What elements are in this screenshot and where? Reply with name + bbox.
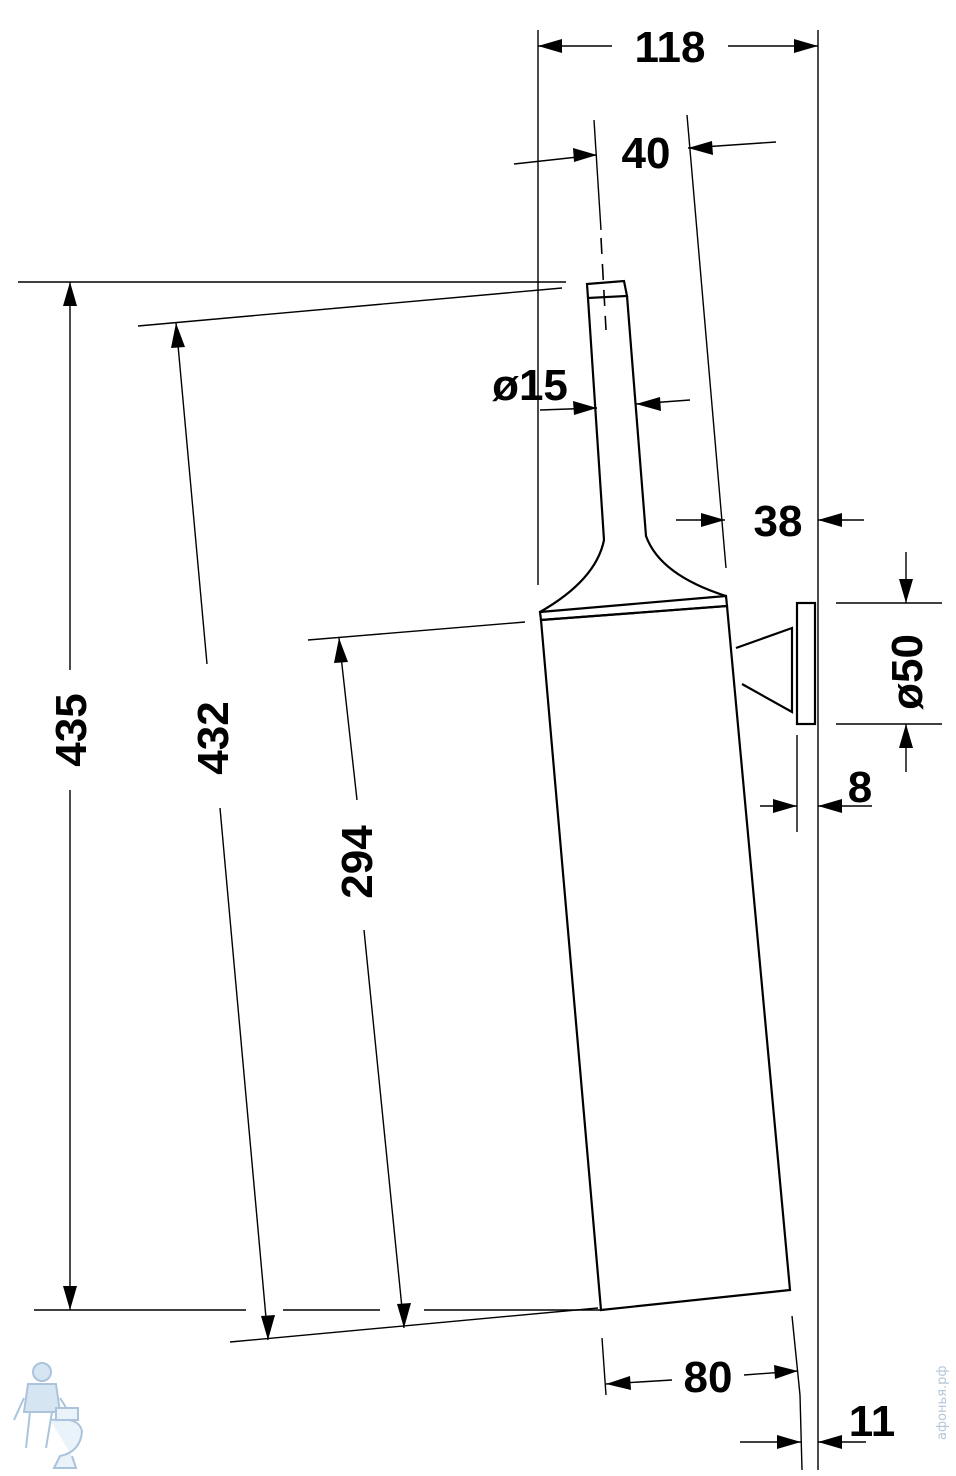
label-mount-diameter: ø50 [883,634,932,710]
arrow-435-bottom [63,1286,77,1310]
brush-holder-outline [538,237,817,1312]
plumber-logo-icon [13,1362,84,1469]
handle-shaft [539,295,727,613]
extension-line-80-right [791,1315,801,1396]
extension-lines [18,30,942,1471]
dim-line-294-bottom [363,929,405,1329]
label-container-width: 80 [684,1353,733,1402]
extension-line-40-left [593,119,602,231]
extension-line-80-left [601,1337,607,1396]
extension-line-11-left [799,1394,803,1471]
handle-cap [585,279,629,300]
arrow-40-left [573,148,597,162]
arrow-8-left [773,799,797,813]
arrow-38-left [701,513,725,527]
extension-line-294-top [307,621,526,641]
arrow-80-right [774,1365,798,1379]
label-container-height: 294 [333,825,382,899]
watermark-text: афонья.рф [935,1365,950,1440]
extension-line-432-top [137,287,563,327]
arrow-50-top [899,579,913,603]
arrow-118-left [538,39,562,53]
arrow-8-right [818,799,842,813]
handle-centerline [600,237,607,331]
arrow-11-right [818,1435,842,1449]
arrow-50-bottom [899,724,913,748]
dimension-labels: 118 40 ø15 38 ø50 8 435 432 294 80 11 [47,23,932,1446]
watermark-logo: афонья.рф [13,1362,950,1469]
label-handle-offset: 40 [622,129,671,178]
arrow-118-right [794,39,818,53]
arrow-432-bottom [261,1315,275,1340]
arrow-80-left [606,1376,631,1390]
label-wall-gap: 38 [754,497,803,546]
label-mount-depth: 8 [848,763,872,812]
container-body [539,604,792,1312]
extension-line-40-right [686,114,727,569]
label-brush-length: 432 [189,701,238,774]
mount-plate [795,601,817,726]
dim-line-432-bottom [219,807,269,1341]
arrow-11-left [777,1435,801,1449]
mount-arm [735,626,794,714]
dim-line-432-top [175,322,208,665]
dimension-lines [63,39,913,1449]
arrow-40-right [688,141,713,155]
arrow-294-top [334,638,348,663]
arrow-432-top [171,323,185,348]
arrow-38-right [818,513,842,527]
dim-line-294-top [338,637,358,801]
arrow-294-bottom [397,1303,411,1328]
arrow-15-left [573,401,597,415]
label-total-width: 118 [635,23,706,72]
arrow-15-right [636,397,661,411]
label-total-height: 435 [47,693,96,766]
label-handle-diameter: ø15 [492,361,568,410]
label-bottom-gap: 11 [849,1397,896,1446]
arrow-435-top [63,282,77,306]
extension-line-432-bottom [229,1307,599,1343]
